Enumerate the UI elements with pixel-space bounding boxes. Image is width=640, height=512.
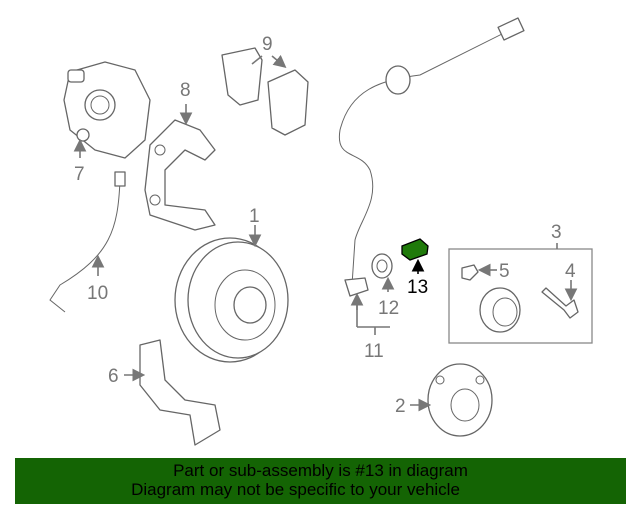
hub-bearing-kit-box[interactable] (448, 243, 593, 344)
brake-hose-part[interactable] (49, 171, 126, 313)
notice-banner: Part or sub-assembly is #13 in diagram D… (15, 458, 626, 504)
splash-shield-part[interactable] (139, 339, 221, 446)
brake-rotor-part[interactable] (174, 237, 289, 363)
seal-part[interactable] (371, 253, 393, 279)
callout-7: 7 (74, 164, 85, 185)
callout-10: 10 (87, 283, 108, 304)
callout-1: 1 (249, 206, 260, 227)
caliper-bracket-part[interactable] (144, 119, 216, 231)
highlighted-part-13[interactable] (401, 238, 429, 261)
callout-2: 2 (395, 396, 406, 417)
callout-13: 13 (407, 277, 428, 298)
callout-11: 11 (364, 341, 384, 362)
brake-caliper-part[interactable] (63, 61, 151, 159)
brake-pads-part[interactable] (221, 47, 309, 136)
wheel-hub-part[interactable] (427, 363, 493, 437)
banner-line-1: Part or sub-assembly is #13 in diagram (173, 461, 468, 480)
callout-3: 3 (551, 222, 562, 243)
callout-5: 5 (499, 261, 510, 282)
banner-line-2: Diagram may not be specific to your vehi… (131, 480, 460, 499)
callout-12: 12 (378, 298, 399, 319)
callout-8: 8 (180, 80, 191, 101)
callout-9: 9 (262, 34, 273, 55)
callout-4: 4 (565, 261, 576, 282)
callout-6: 6 (108, 366, 119, 387)
abs-sensor-wire-part[interactable] (338, 17, 525, 297)
